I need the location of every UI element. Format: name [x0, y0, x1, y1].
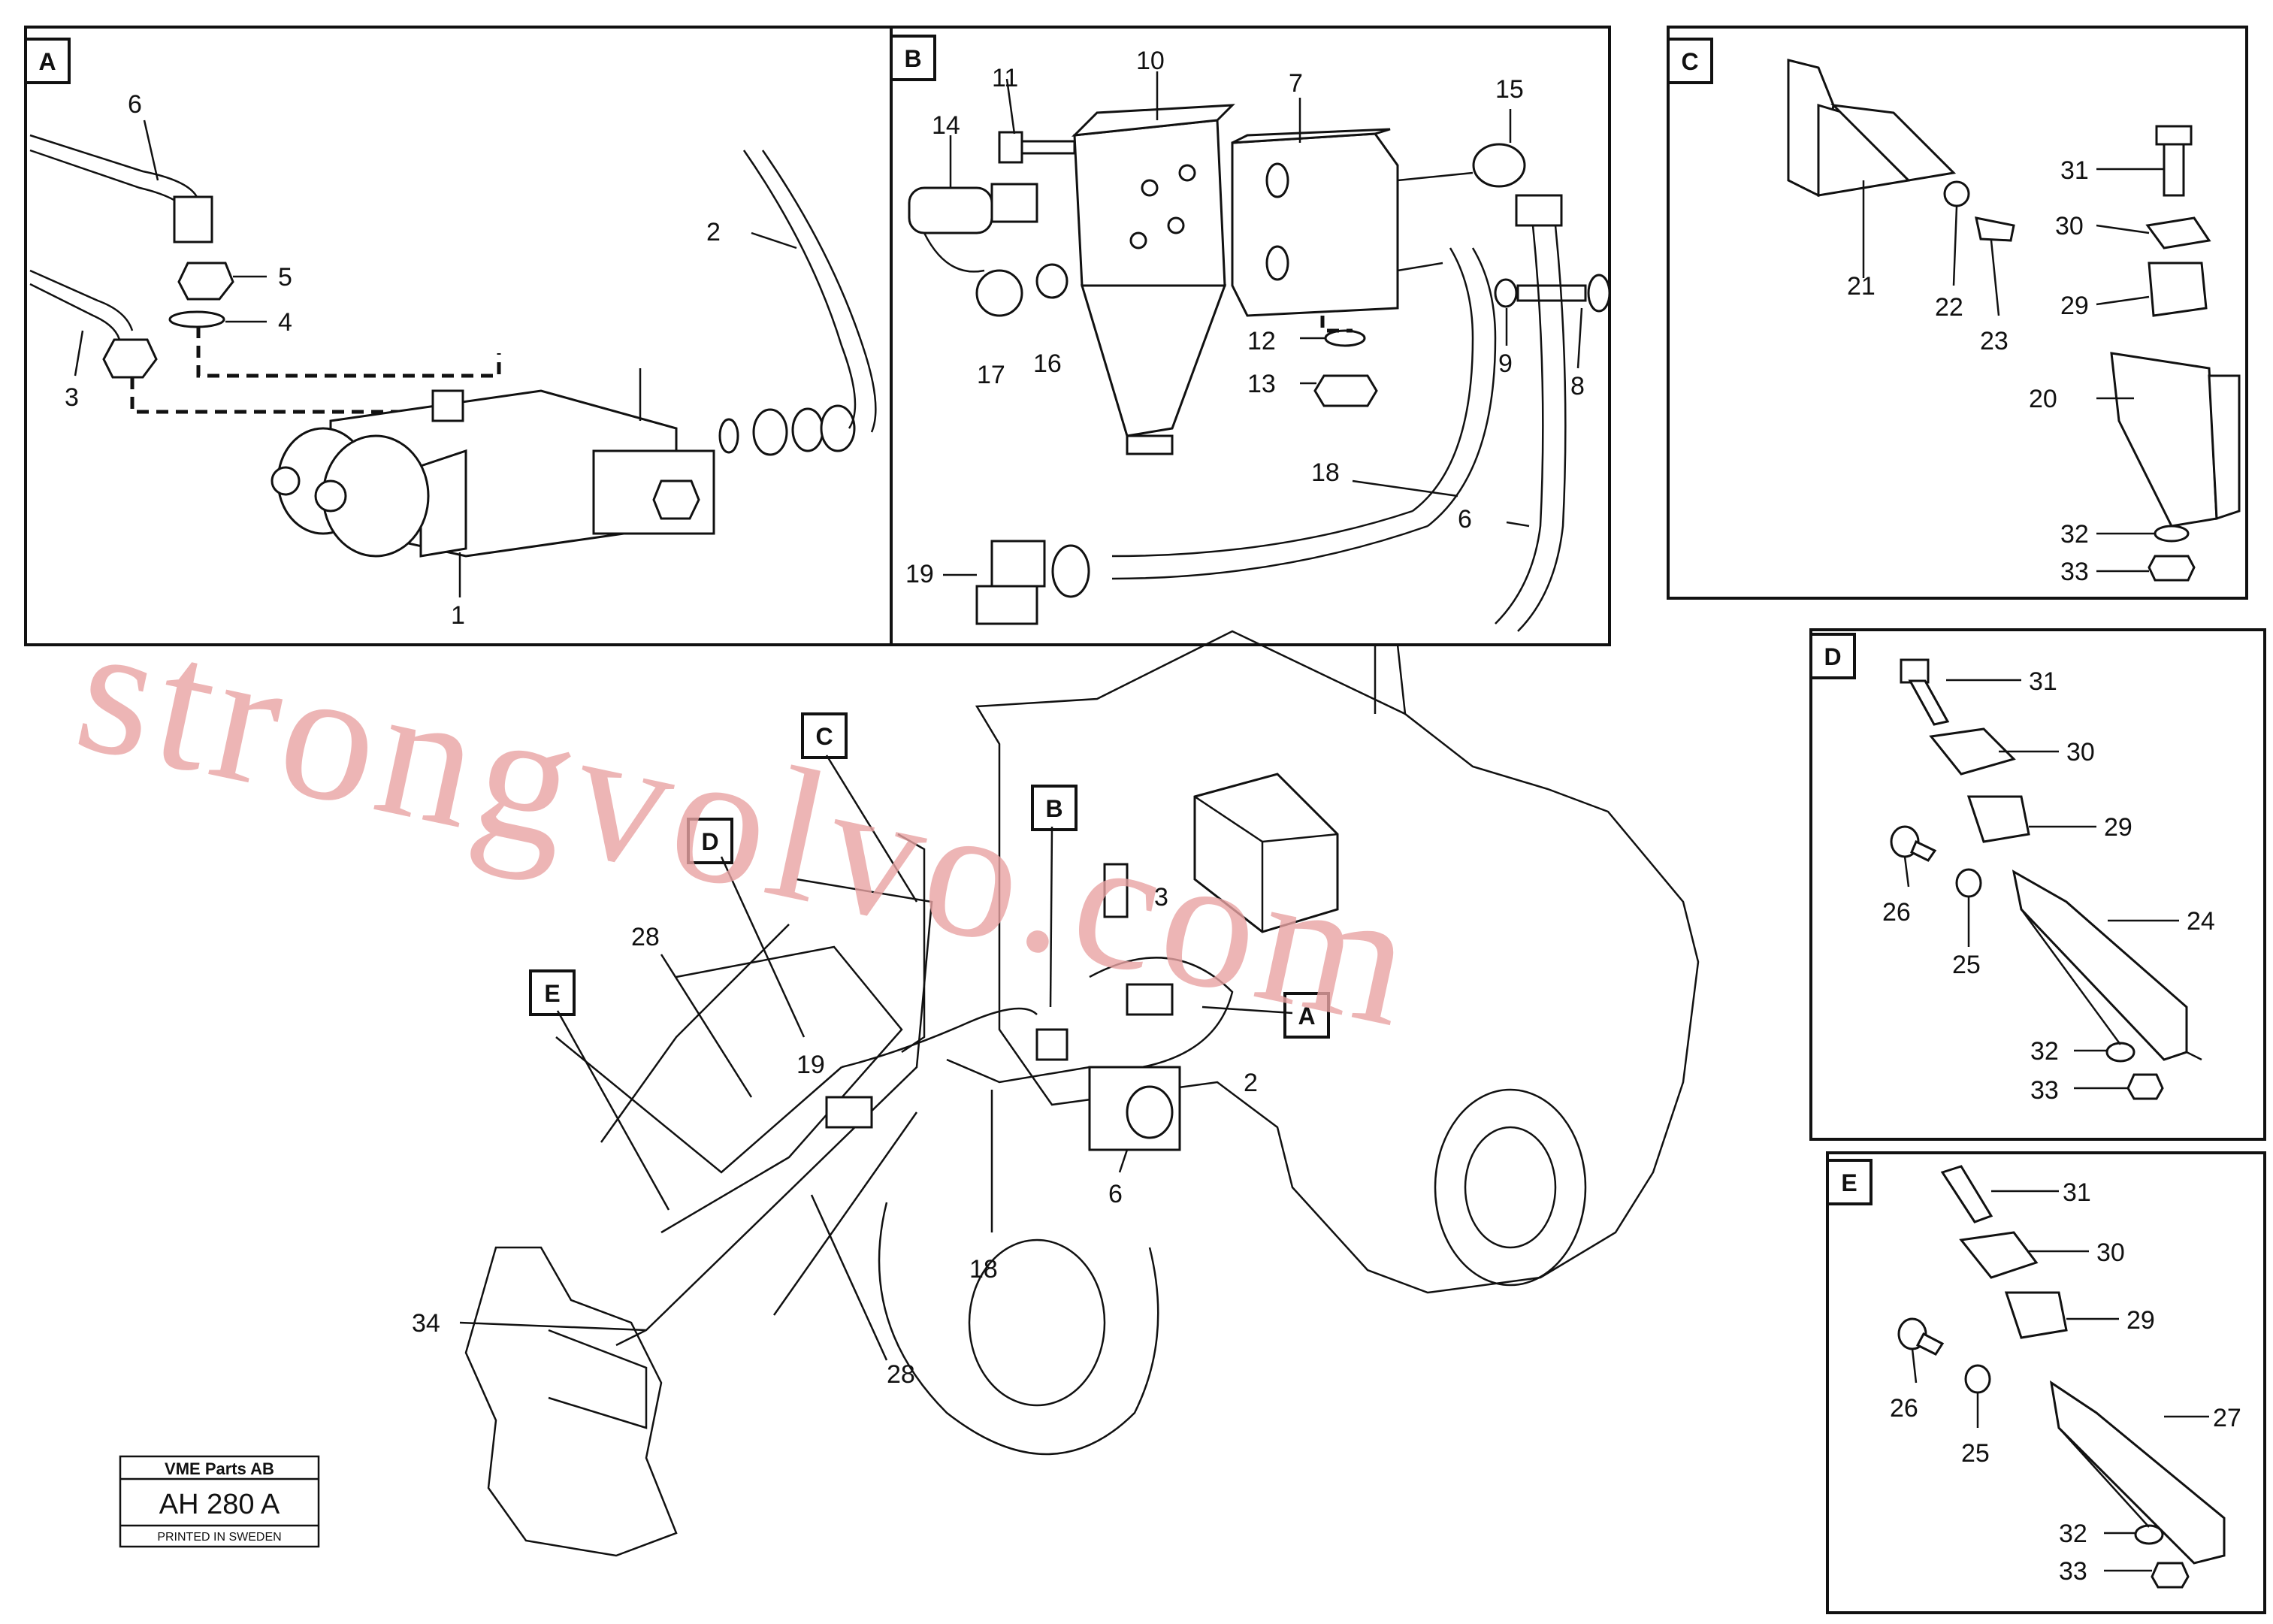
watermark: strongvolvo.com [62, 582, 1433, 1068]
callout-b-6: 6 [1458, 505, 1472, 534]
callout-main-18: 18 [969, 1255, 998, 1284]
callout-b-13: 13 [1247, 370, 1276, 398]
callout-e-27: 27 [2213, 1404, 2241, 1432]
callout-b-19: 19 [905, 560, 934, 588]
callout-c-32: 32 [2060, 520, 2089, 549]
callout-b-18: 18 [1311, 458, 1340, 487]
panel-b-drawing [908, 71, 1611, 632]
panel-d-tag: D [1809, 633, 1856, 679]
svg-text:E: E [544, 980, 560, 1007]
panel-d-drawing [1890, 658, 2202, 1100]
main-callouts: 3 28 19 2 6 18 34 28 [412, 883, 1258, 1389]
callout-b-8: 8 [1570, 372, 1585, 401]
callout-main-28-lower: 28 [887, 1360, 915, 1389]
main-tag-e: E [529, 969, 576, 1016]
callout-main-2: 2 [1244, 1069, 1258, 1097]
callout-c-30: 30 [2055, 212, 2084, 240]
callout-c-22: 22 [1935, 293, 1963, 322]
callout-c-29: 29 [2060, 292, 2089, 320]
svg-text:A: A [38, 48, 56, 75]
main-tag-b: B [1031, 785, 1078, 831]
callout-e-29: 29 [2126, 1306, 2155, 1335]
callout-a-6: 6 [128, 90, 142, 119]
panel-b-callouts: 10 7 11 14 15 17 16 12 13 9 8 18 6 19 [905, 47, 1585, 588]
callout-b-16: 16 [1033, 349, 1062, 378]
callout-d-32: 32 [2030, 1037, 2059, 1066]
loader-outline [459, 630, 1700, 1557]
main-tag-a: A [1283, 992, 1330, 1039]
callout-c-33: 33 [2060, 558, 2089, 586]
panel-e-callouts: 31 30 29 26 25 27 32 33 [1890, 1178, 2241, 1586]
panel-a-tag: A [24, 38, 71, 84]
callout-a-5: 5 [278, 263, 292, 292]
callout-c-23: 23 [1980, 327, 2009, 355]
callout-main-6: 6 [1108, 1180, 1123, 1208]
callout-d-25: 25 [1952, 951, 1981, 979]
callout-d-29: 29 [2104, 813, 2132, 842]
callout-d-24: 24 [2187, 907, 2215, 936]
callout-b-10: 10 [1136, 47, 1165, 75]
svg-text:D: D [1824, 643, 1841, 670]
panel-a-callouts: 6 2 5 4 3 1 [65, 90, 721, 630]
callout-e-33: 33 [2059, 1557, 2087, 1586]
stamp-printed: PRINTED IN SWEDEN [157, 1531, 281, 1544]
callout-e-32: 32 [2059, 1520, 2087, 1548]
svg-text:D: D [701, 828, 718, 855]
panel-e-tag: E [1826, 1159, 1873, 1205]
callout-main-19: 19 [796, 1051, 825, 1079]
panel-c-callouts: 31 30 29 20 21 22 23 32 33 [1847, 156, 2089, 586]
callout-c-20: 20 [2029, 385, 2057, 413]
panel-ab-frame [24, 26, 1611, 646]
panel-e-drawing [1897, 1165, 2226, 1589]
callout-d-26: 26 [1882, 898, 1911, 927]
callout-a-4: 4 [278, 308, 292, 337]
callout-a-1: 1 [451, 601, 465, 630]
panel-d-frame [1809, 628, 2266, 1141]
callout-b-15: 15 [1495, 75, 1524, 104]
panel-c-tag: C [1667, 38, 1713, 84]
panel-c-drawing [1787, 59, 2241, 582]
panel-a-drawing [29, 119, 877, 597]
stamp-code: AH 280 A [159, 1489, 280, 1520]
svg-text:C: C [815, 723, 833, 750]
callout-e-25: 25 [1961, 1439, 1990, 1468]
callout-a-3: 3 [65, 383, 79, 412]
svg-text:B: B [904, 45, 921, 72]
callout-b-9: 9 [1498, 349, 1513, 378]
callout-c-21: 21 [1847, 272, 1876, 301]
callout-main-34: 34 [412, 1309, 440, 1338]
callout-d-30: 30 [2066, 738, 2095, 767]
callout-c-31: 31 [2060, 156, 2089, 185]
callout-e-30: 30 [2096, 1238, 2125, 1267]
callout-b-11: 11 [992, 64, 1018, 92]
callout-b-17: 17 [977, 361, 1005, 389]
main-tag-c: C [801, 712, 848, 759]
svg-text:E: E [1841, 1169, 1857, 1196]
callout-main-3: 3 [1154, 883, 1168, 912]
panel-d-callouts: 31 30 29 26 25 24 32 33 [1882, 667, 2215, 1105]
svg-text:B: B [1045, 795, 1062, 822]
panel-c-frame [1667, 26, 2248, 600]
panel-b-tag: B [890, 35, 936, 81]
callout-a-2: 2 [706, 218, 721, 246]
callout-d-31: 31 [2029, 667, 2057, 696]
svg-text:A: A [1298, 1003, 1315, 1030]
callout-d-33: 33 [2030, 1076, 2059, 1105]
callout-main-28-upper: 28 [631, 923, 660, 951]
callout-b-7: 7 [1289, 69, 1303, 98]
callout-e-31: 31 [2063, 1178, 2091, 1207]
stamp-company: VME Parts AB [165, 1459, 274, 1478]
panel-e-frame [1826, 1151, 2266, 1614]
main-tag-d: D [687, 818, 733, 864]
callout-b-14: 14 [932, 111, 960, 140]
svg-text:C: C [1681, 48, 1698, 75]
document-stamp: VME Parts AB AH 280 A PRINTED IN SWEDEN [119, 1455, 320, 1548]
callout-b-12: 12 [1247, 327, 1276, 355]
callout-e-26: 26 [1890, 1394, 1918, 1423]
